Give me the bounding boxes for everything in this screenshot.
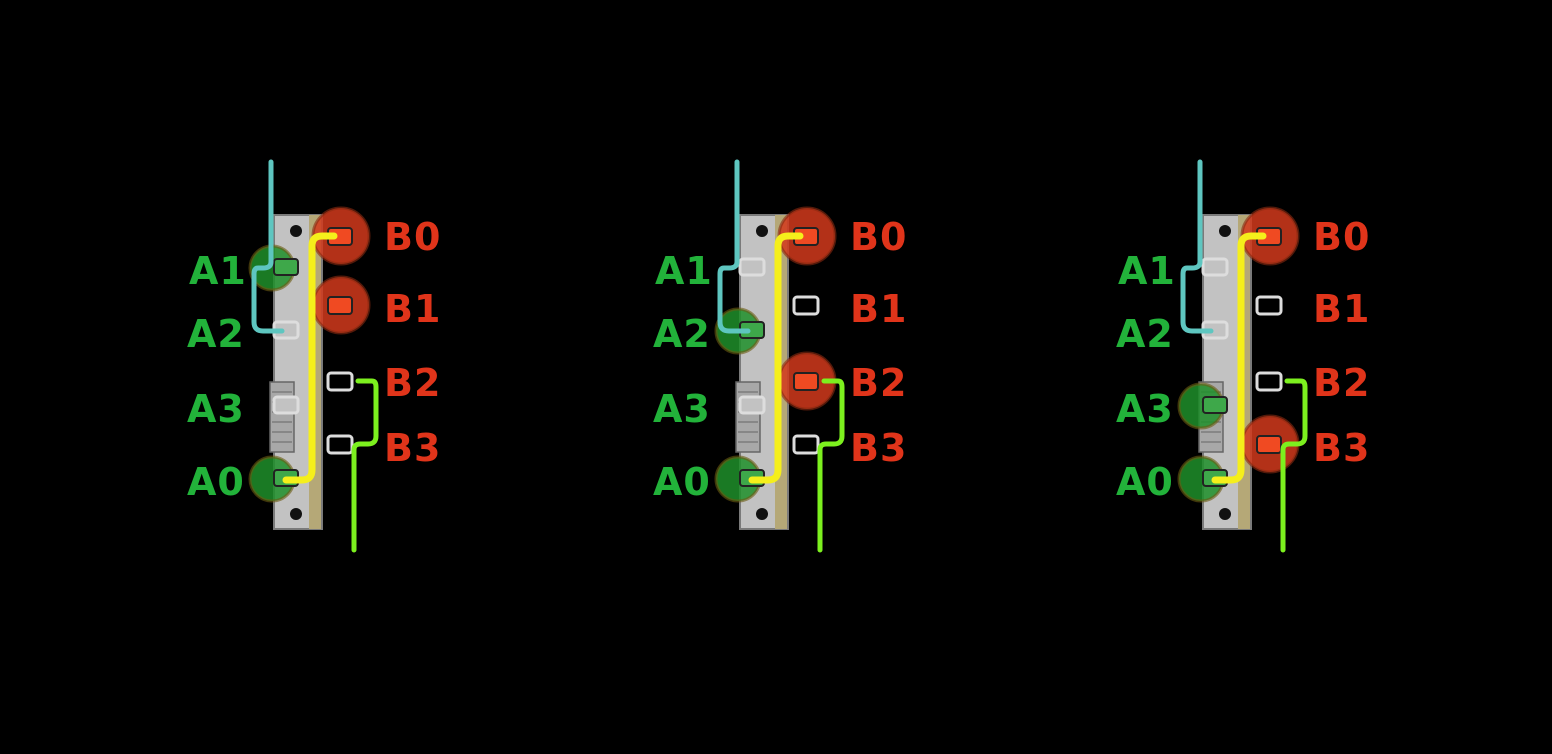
label-a1: A1 <box>189 249 247 293</box>
label-a3: A3 <box>653 387 711 431</box>
terminal-a3 <box>1177 382 1228 430</box>
terminal-b1 <box>1255 295 1283 316</box>
wire-teal <box>251 159 285 334</box>
terminal-a0 <box>714 455 765 503</box>
wire-teal <box>717 159 751 334</box>
label-b2: B2 <box>850 361 908 405</box>
label-a2: A2 <box>187 312 245 356</box>
label-a0: A0 <box>1116 460 1174 504</box>
label-b2: B2 <box>1313 361 1371 405</box>
terminal-b0 <box>777 206 837 266</box>
terminal-b1 <box>792 295 820 316</box>
wire-yellow <box>748 232 804 484</box>
wire-green <box>817 378 845 553</box>
label-a2: A2 <box>1116 312 1174 356</box>
label-a2: A2 <box>653 312 711 356</box>
terminal-a1 <box>738 257 766 277</box>
terminal-b1 <box>311 275 371 335</box>
wire-teal <box>1180 159 1214 334</box>
label-b1: B1 <box>384 287 442 331</box>
switch-graphic <box>714 159 845 553</box>
wire-green <box>351 378 379 553</box>
label-a1: A1 <box>655 249 713 293</box>
terminal-b2 <box>326 371 354 392</box>
switch-panel-3: A1 A2 A3 A0 B0 B1 B2 B3 <box>929 0 1449 750</box>
label-b0: B0 <box>850 215 908 259</box>
terminal-a3 <box>272 395 300 415</box>
terminal-a1 <box>248 244 299 292</box>
label-b3: B3 <box>850 426 908 470</box>
wire-yellow <box>282 232 338 484</box>
label-b3: B3 <box>384 426 442 470</box>
switch-panel-2: A1 A2 A3 A0 B0 B1 B2 B3 <box>466 0 986 750</box>
terminal-b3 <box>326 434 354 455</box>
label-a0: A0 <box>653 460 711 504</box>
wire-yellow <box>1211 232 1267 484</box>
switch-panel-1: A1 A2 A3 A0 B0 B1 B2 B3 <box>0 0 520 750</box>
terminal-b3 <box>792 434 820 455</box>
label-a3: A3 <box>187 387 245 431</box>
label-a3: A3 <box>1116 387 1174 431</box>
label-b0: B0 <box>384 215 442 259</box>
wire-green <box>1280 378 1308 553</box>
label-b2: B2 <box>384 361 442 405</box>
label-a0: A0 <box>187 460 245 504</box>
switch-graphic <box>248 159 379 553</box>
switch-graphic <box>1177 159 1308 553</box>
label-b1: B1 <box>850 287 908 331</box>
label-b0: B0 <box>1313 215 1371 259</box>
terminal-a3 <box>738 395 766 415</box>
label-b1: B1 <box>1313 287 1371 331</box>
terminal-b2 <box>1255 371 1283 392</box>
terminal-b0 <box>1240 206 1300 266</box>
terminal-a1 <box>1201 257 1229 277</box>
label-b3: B3 <box>1313 426 1371 470</box>
label-a1: A1 <box>1118 249 1176 293</box>
